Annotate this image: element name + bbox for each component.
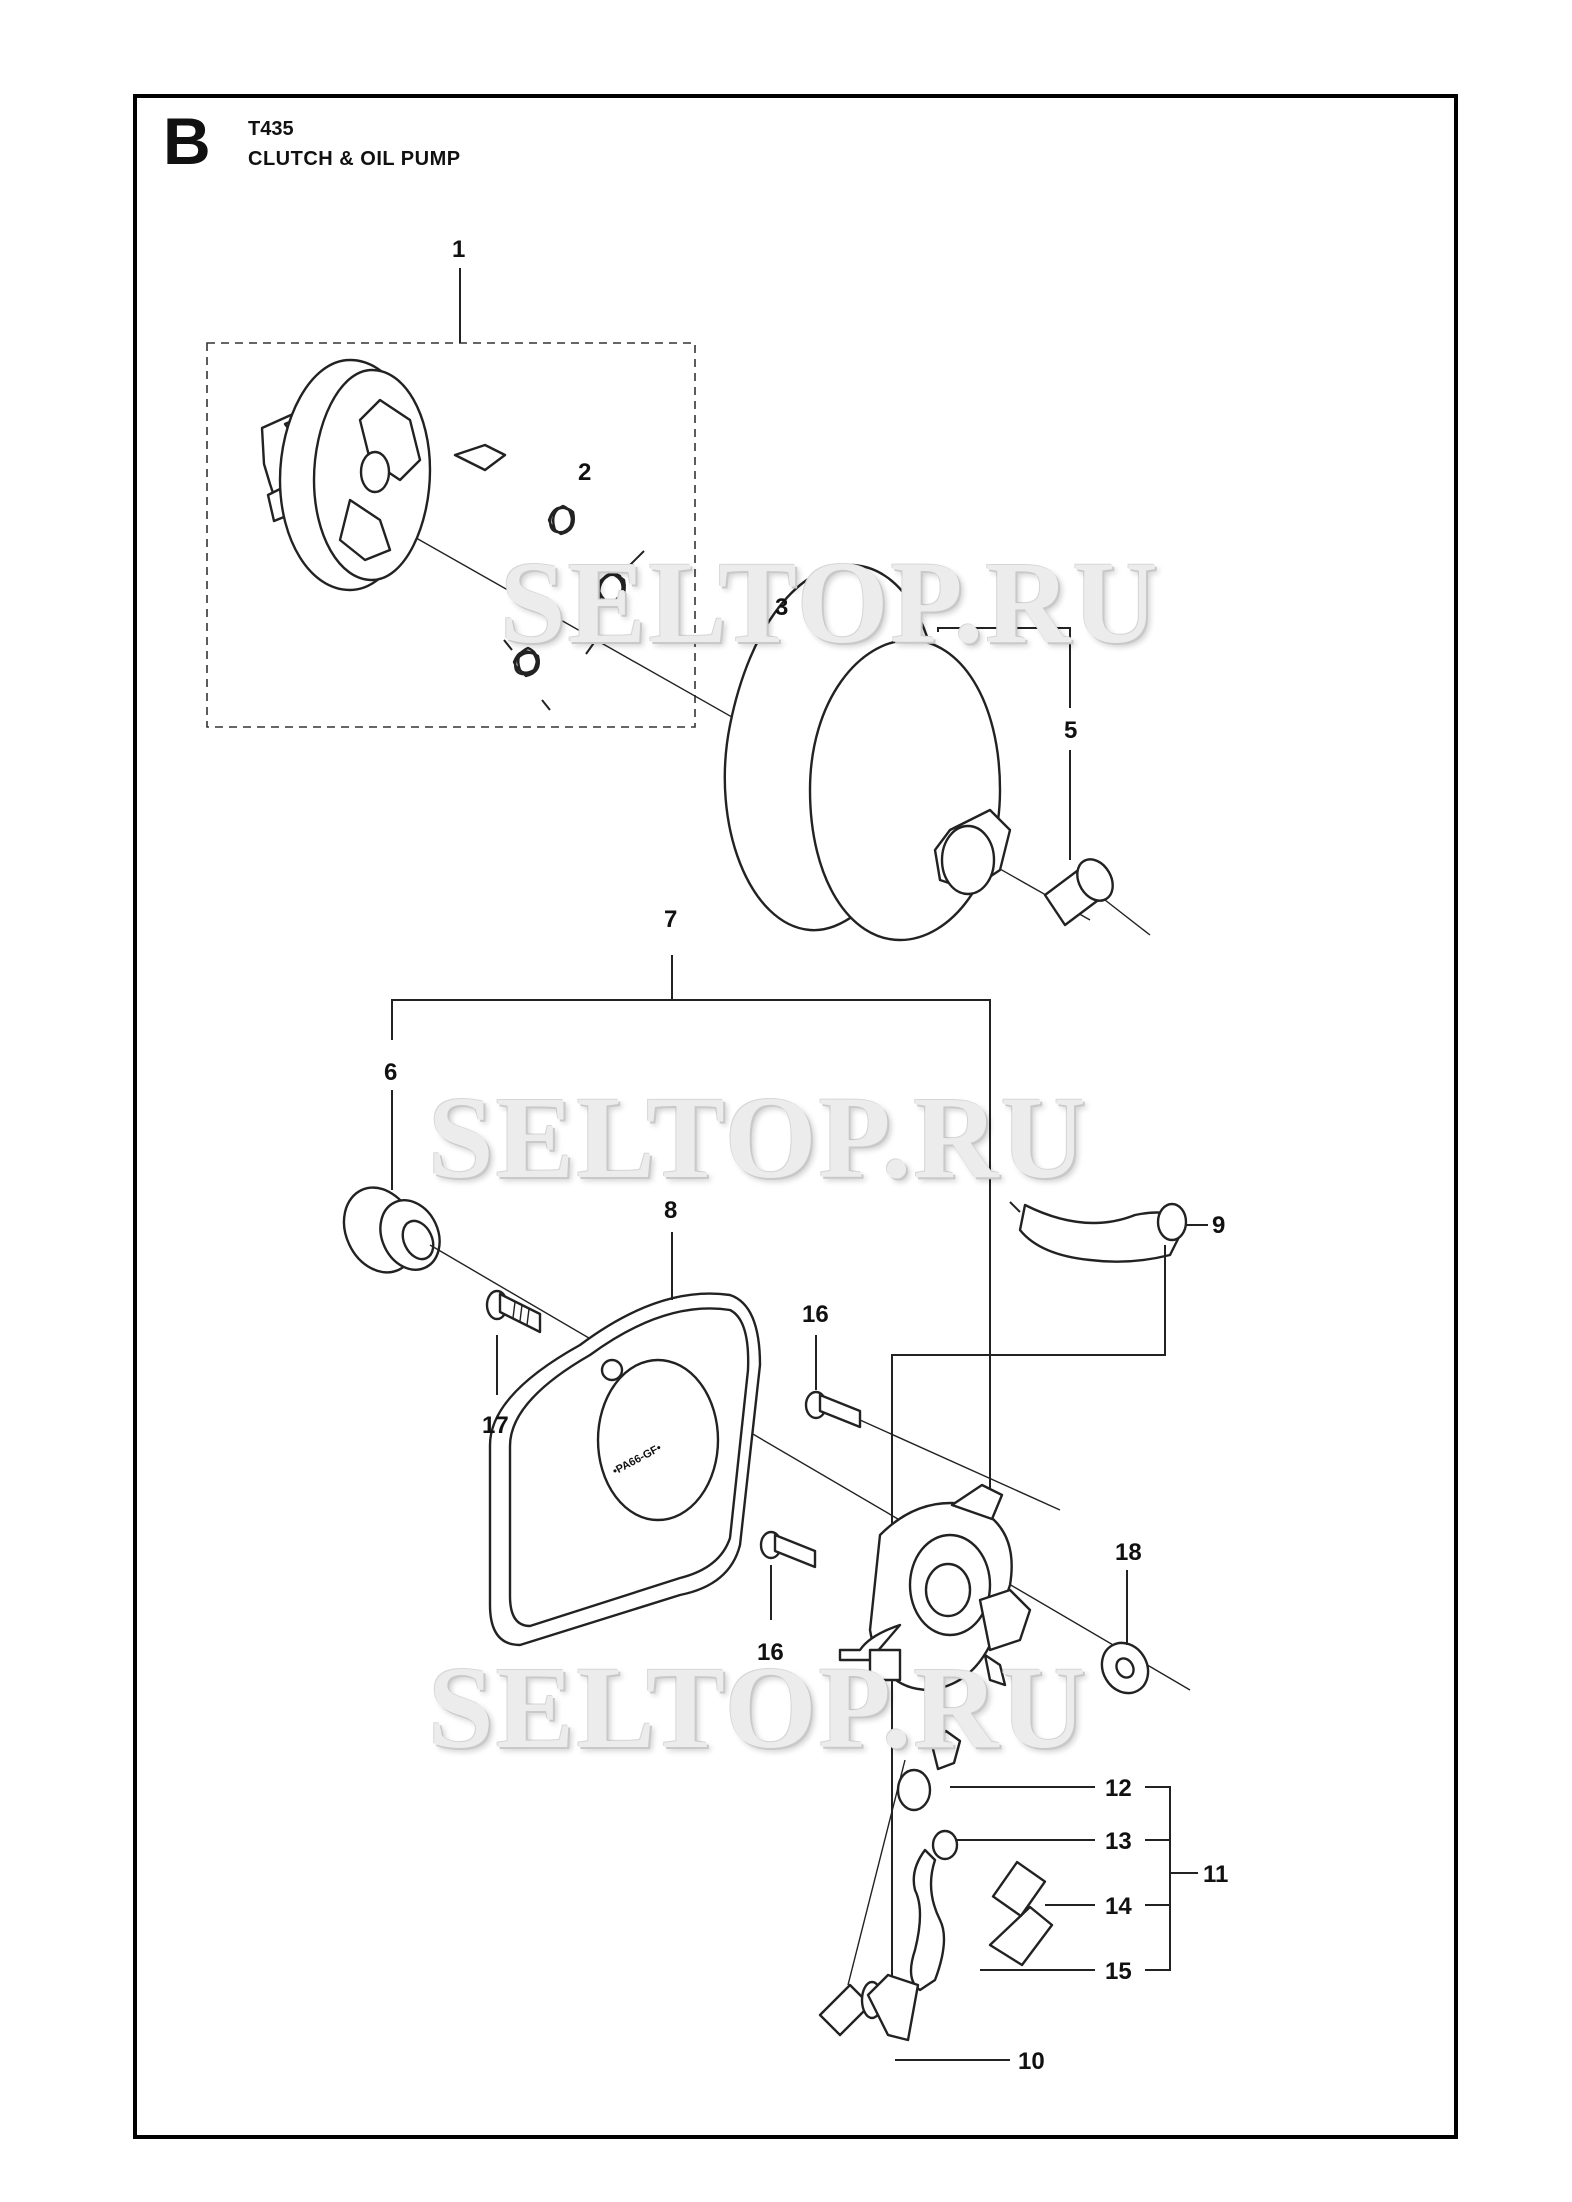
hose-connector-10: [818, 1973, 920, 2042]
washer-18: [1100, 1641, 1150, 1695]
watermark-bottom: SELTOP.RU: [428, 1642, 1088, 1773]
callout-10: 10: [1018, 2048, 1045, 2075]
oil-pipe-9: [1009, 1201, 1188, 1263]
callout-17: 17: [482, 1412, 509, 1439]
model-number: T435: [248, 118, 294, 140]
callout-6: 6: [384, 1059, 397, 1086]
diagram-frame: [133, 94, 1458, 2139]
section-letter: B: [163, 104, 211, 178]
clutch-assembly-box: [206, 342, 696, 728]
callout-13: 13: [1105, 1828, 1132, 1855]
oil-hose-assembly: [896, 1729, 1054, 1992]
callout-11: 11: [1203, 1861, 1228, 1888]
callout-15: 15: [1105, 1958, 1132, 1985]
cover-plate-8: [488, 1292, 762, 1647]
callout-8: 8: [664, 1197, 677, 1224]
watermark-middle: SELTOP.RU: [428, 1072, 1088, 1203]
callout-18: 18: [1115, 1539, 1142, 1566]
clutch-hub: [278, 358, 507, 592]
spring-middle: [585, 550, 645, 655]
callout-16-upper: 16: [802, 1301, 829, 1328]
callout-14: 14: [1105, 1893, 1132, 1920]
needle-bearing-5: [1043, 858, 1114, 927]
oil-pump: [838, 1483, 1032, 1692]
callout-5: 5: [1064, 717, 1077, 744]
watermark-top: SELTOP.RU: [500, 537, 1160, 668]
diagram-title: CLUTCH & OIL PUMP: [248, 148, 461, 170]
bolt-16-upper: [804, 1390, 862, 1429]
callout-7: 7: [664, 906, 677, 933]
callout-4: 4: [1002, 576, 1016, 603]
clutch-drum-4: [723, 563, 1012, 942]
spring-lower: [503, 639, 551, 711]
callout-12: 12: [1105, 1775, 1132, 1802]
bolt-16-lower: [759, 1530, 817, 1569]
plug-6: [342, 1186, 441, 1274]
callout-9: 9: [1212, 1212, 1225, 1239]
callout-2: 2: [578, 459, 591, 486]
bolt-17: [485, 1289, 542, 1334]
callout-1: 1: [452, 236, 465, 263]
callout-16-lower: 16: [757, 1639, 784, 1666]
callout-3: 3: [775, 594, 788, 621]
spring-2: [547, 504, 575, 536]
